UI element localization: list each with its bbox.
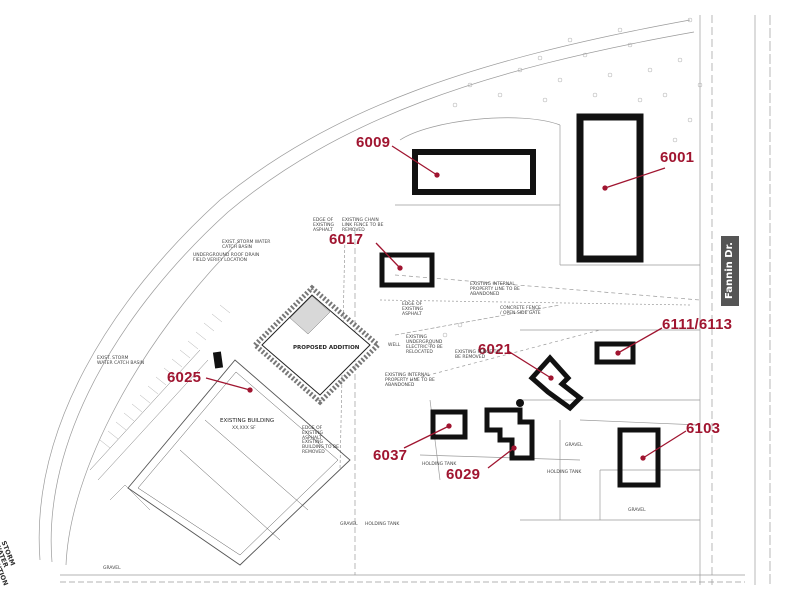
highlighted-buildings	[379, 113, 661, 488]
building-6001-outline	[576, 113, 644, 263]
holding-tank-label-2: HOLDING TANK	[547, 470, 582, 475]
existing-building-label: EXISTING BUILDING	[220, 418, 275, 424]
proposed-addition-label: PROPOSED ADDITION	[293, 345, 360, 351]
building-6021-outline	[528, 354, 584, 412]
label-6111-6113: 6111/6113	[662, 316, 733, 333]
note-well: WELL	[388, 343, 401, 348]
building-6017-outline	[379, 252, 435, 288]
gravel-label-1: GRAVEL	[565, 443, 583, 448]
note-edge-asphalt-1: EDGE OF EXISTING ASPHALT	[313, 218, 335, 233]
label-6017: 6017	[329, 231, 364, 248]
note-edge-asphalt-3: EDGE OF EXISTING ASPHALT	[302, 426, 324, 441]
label-6009: 6009	[356, 134, 391, 151]
existing-building-sublabel: XX,XXX SF	[232, 426, 256, 431]
holding-tank-label-3: HOLDING TANK	[365, 522, 400, 527]
note-underground: UNDERGROUND ROOF DRAIN FIELD VERIFY LOCA…	[193, 253, 260, 263]
road-name-label: Fannin Dr.	[721, 236, 739, 306]
note-underground-elec: EXISTING UNDERGROUND ELECTRIC TO BE RELO…	[406, 335, 443, 355]
property-lines	[38, 15, 771, 585]
gravel-label-4: GRAVEL	[103, 566, 121, 571]
label-6025: 6025	[167, 369, 202, 386]
gravel-label-3: GRAVEL	[340, 522, 358, 527]
note-storm-drain-2: EXIST. STORM WATER CATCH BASIN	[97, 356, 145, 366]
label-6037: 6037	[373, 447, 408, 464]
note-edge-asphalt-2: EDGE OF EXISTING ASPHALT	[402, 302, 424, 317]
holding-tank-label-1: HOLDING TANK	[422, 462, 457, 467]
vegetation	[427, 17, 703, 348]
building-6037-outline	[430, 409, 468, 440]
note-chain-link: EXISTING CHAIN LINK FENCE TO BE REMOVED	[342, 218, 384, 233]
note-storm-drain-1: EXIST. STORM WATER CATCH BASIN	[222, 240, 271, 250]
building-6111-outline	[594, 341, 636, 365]
note-internal-line-2: EXISTING INTERNAL PROPERTY LINE TO BE AB…	[385, 373, 435, 388]
small-black-marker	[212, 351, 224, 369]
building-6029-outline	[484, 407, 535, 461]
building-6009-outline	[412, 149, 536, 195]
gravel-label-2: GRAVEL	[628, 508, 646, 513]
leader-lines	[205, 145, 687, 469]
note-concrete-fence: CONCRETE FENCE / OPEN SIDE GATE	[500, 306, 541, 316]
label-6103: 6103	[686, 420, 721, 437]
note-internal-line: EXISTING INTERNAL PROPERTY LINE TO BE AB…	[470, 282, 520, 297]
label-6029: 6029	[446, 466, 481, 483]
label-6001: 6001	[660, 149, 695, 166]
note-building-removed: EXISTING BUILDING TO BE REMOVED	[302, 440, 339, 455]
parking-stalls	[99, 304, 231, 449]
proposed-addition	[251, 284, 382, 406]
existing-building-6025	[89, 349, 351, 566]
building-6103-outline	[617, 427, 661, 488]
label-6021: 6021	[478, 341, 513, 358]
note-fence-removed: EXISTING FENCE TO BE REMOVED	[455, 350, 500, 360]
